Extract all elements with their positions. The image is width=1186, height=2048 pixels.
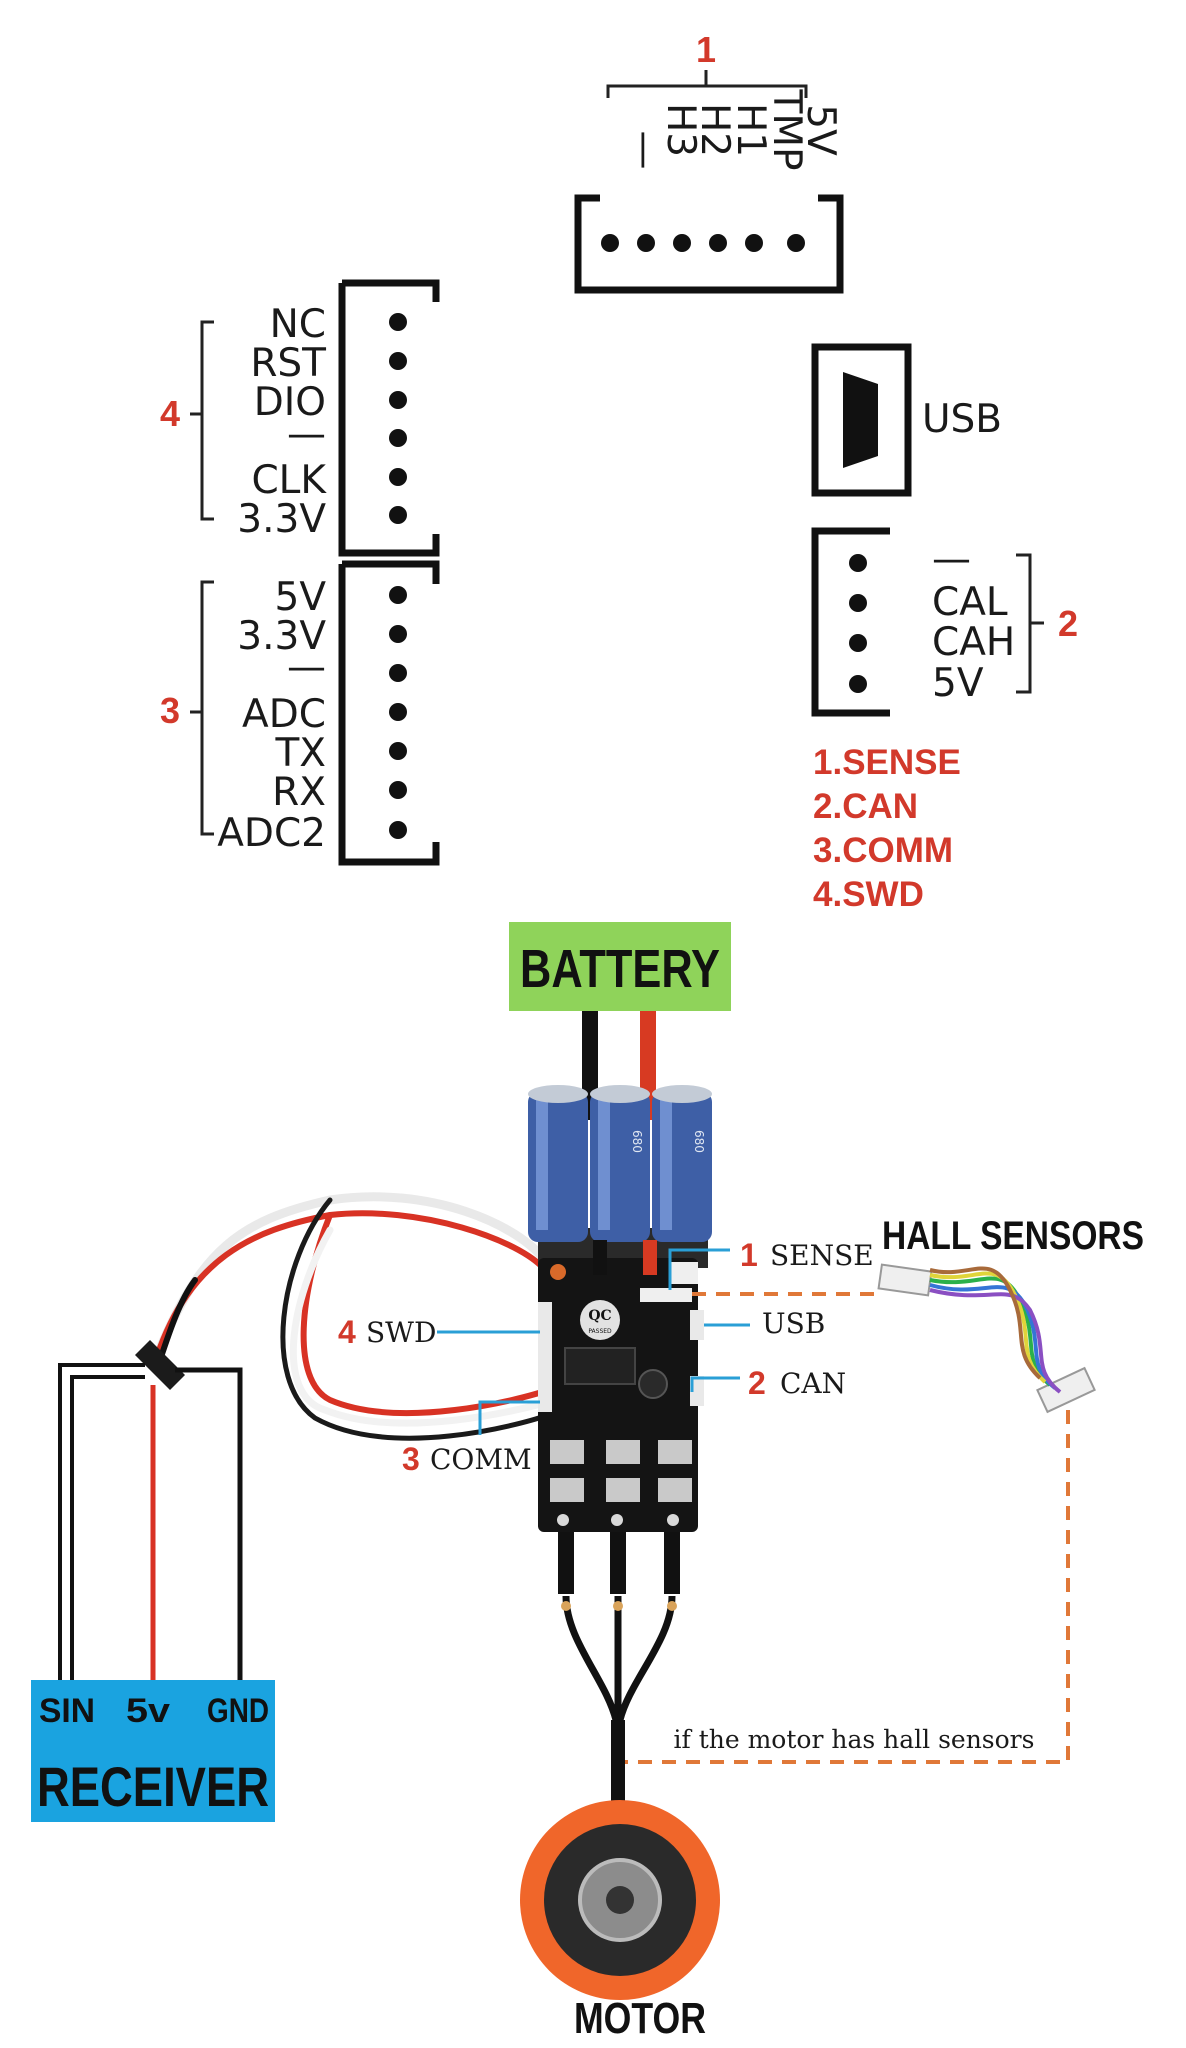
qc-badge-top: QC — [588, 1308, 611, 1324]
sense-pin-label: H2 — [692, 103, 737, 157]
capacitor: 680 — [590, 1085, 650, 1242]
swd-pins — [389, 313, 407, 524]
mcu-chip — [564, 1347, 636, 1385]
legend-item: 2.CAN — [813, 787, 918, 826]
swd-comm-headers — [538, 1302, 552, 1412]
sense-connector: 1 5V TMP H1 H2 H3 — — [574, 29, 844, 294]
callout-sense-label: SENSE — [770, 1239, 874, 1272]
capacitor — [528, 1085, 588, 1242]
sense-housing — [574, 194, 844, 294]
receiver-wiring — [58, 1363, 243, 1695]
comm-bracket — [190, 580, 214, 836]
comm-pins — [389, 586, 407, 839]
callout-comm-label: COMM — [430, 1443, 532, 1476]
hall-sensors-label: HALL SENSORS — [882, 1214, 1144, 1258]
swd-bracket — [190, 320, 214, 521]
receiver: SIN 5v GND RECEIVER — [31, 1680, 275, 1822]
capacitor-rating: 680 — [692, 1130, 706, 1153]
sense-header — [670, 1262, 698, 1284]
comm-pin-label: — — [287, 645, 326, 690]
usb-label: USB — [922, 397, 1002, 442]
swd-pin-label: CLK — [251, 458, 327, 503]
receiver-pin-5v: 5v — [126, 1692, 170, 1730]
usb-housing — [811, 343, 912, 497]
sense-pin-label: — — [622, 131, 667, 170]
esc-board: QC PASSED — [538, 1240, 704, 1594]
can-pin-label: — — [932, 537, 971, 582]
receiver-title: RECEIVER — [37, 1755, 269, 1818]
comm-pin-label: 3.3V — [237, 614, 326, 659]
swd-pin-label: 3.3V — [237, 497, 326, 542]
receiver-pin-sin: SIN — [39, 1692, 95, 1730]
callout-sense-num: 1 — [740, 1237, 758, 1273]
can-bracket — [1016, 553, 1044, 694]
hall-sensors: HALL SENSORS — [877, 1214, 1144, 1414]
comm-connector-number: 3 — [160, 690, 180, 731]
battery-box — [509, 922, 731, 1011]
swd-housing — [338, 279, 440, 557]
can-pin-label: 5V — [932, 661, 984, 706]
callout-usb-label: USB — [762, 1307, 825, 1340]
can-connector-number: 2 — [1058, 603, 1078, 644]
receiver-box — [31, 1680, 275, 1822]
comm-pin-label: ADC2 — [217, 811, 326, 856]
motor: MOTOR — [520, 1800, 720, 2043]
callout-can-num: 2 — [748, 1365, 766, 1401]
comm-pin-label: RX — [272, 770, 326, 815]
callout-swd-num: 4 — [338, 1314, 356, 1350]
sense-connector-number: 1 — [696, 29, 716, 70]
qc-badge: QC PASSED — [580, 1300, 620, 1340]
receiver-pin-gnd: GND — [207, 1692, 269, 1730]
motor-label: MOTOR — [574, 1994, 706, 2043]
swd-pin-label: RST — [250, 341, 326, 386]
sense-pin-label: 5V — [798, 104, 843, 156]
swd-connector-number: 4 — [160, 393, 180, 434]
sense-bracket — [606, 70, 808, 98]
swd-pin-label: — — [287, 412, 326, 457]
battery: BATTERY — [509, 922, 731, 1120]
usb-connector: USB — [811, 343, 1002, 497]
comm-pin-label: TX — [274, 731, 326, 776]
capacitor: 680 — [652, 1085, 712, 1242]
qc-badge-bottom: PASSED — [588, 1328, 612, 1335]
legend-item: 3.COMM — [813, 831, 953, 870]
legend-item: 4.SWD — [813, 875, 924, 914]
swd-pin-label: DIO — [254, 380, 326, 425]
sense-pins — [601, 234, 805, 252]
callout-comm-num: 3 — [402, 1441, 420, 1477]
can-housing — [811, 527, 890, 717]
can-pins — [849, 554, 867, 693]
usb-port — [690, 1310, 704, 1340]
usb-port-icon — [843, 372, 878, 468]
comm-connector: 3 5V 3.3V — ADC TX RX ADC2 — [160, 560, 440, 866]
sense-pin-label: H1 — [728, 103, 773, 157]
can-pin-label: CAH — [932, 620, 1015, 665]
mount-screw — [550, 1264, 566, 1280]
capacitor-rating: 680 — [630, 1130, 644, 1153]
legend-item: 1.SENSE — [813, 743, 961, 782]
sense-pin-label: H3 — [658, 103, 703, 157]
battery-label: BATTERY — [520, 939, 720, 999]
servo-plug — [135, 1340, 185, 1390]
connector-legend: 1.SENSE 2.CAN 3.COMM 4.SWD — [813, 743, 961, 914]
hall-note: if the motor has hall sensors — [674, 1725, 1035, 1754]
can-connector: — CAL CAH 5V 2 — [811, 527, 1078, 717]
callout-swd-label: SWD — [366, 1316, 436, 1349]
callout-can-label: CAN — [780, 1367, 846, 1400]
sense-pin-label: TMP — [764, 89, 809, 171]
comm-pin-label: 5V — [275, 575, 327, 620]
can-pin-label: CAL — [932, 580, 1008, 625]
hall-dashed-line — [620, 1292, 1070, 1764]
capacitor-bank: 680 680 — [528, 1085, 712, 1268]
swd-connector: 4 NC RST DIO — CLK 3.3V — [160, 279, 440, 557]
mosfets — [550, 1440, 692, 1502]
comm-housing — [338, 560, 440, 866]
board-callouts: 1 SENSE USB 2 CAN 4 SWD 3 COMM — [338, 1237, 874, 1477]
comm-pin-label: ADC — [242, 692, 326, 737]
swd-pin-label: NC — [270, 302, 326, 347]
